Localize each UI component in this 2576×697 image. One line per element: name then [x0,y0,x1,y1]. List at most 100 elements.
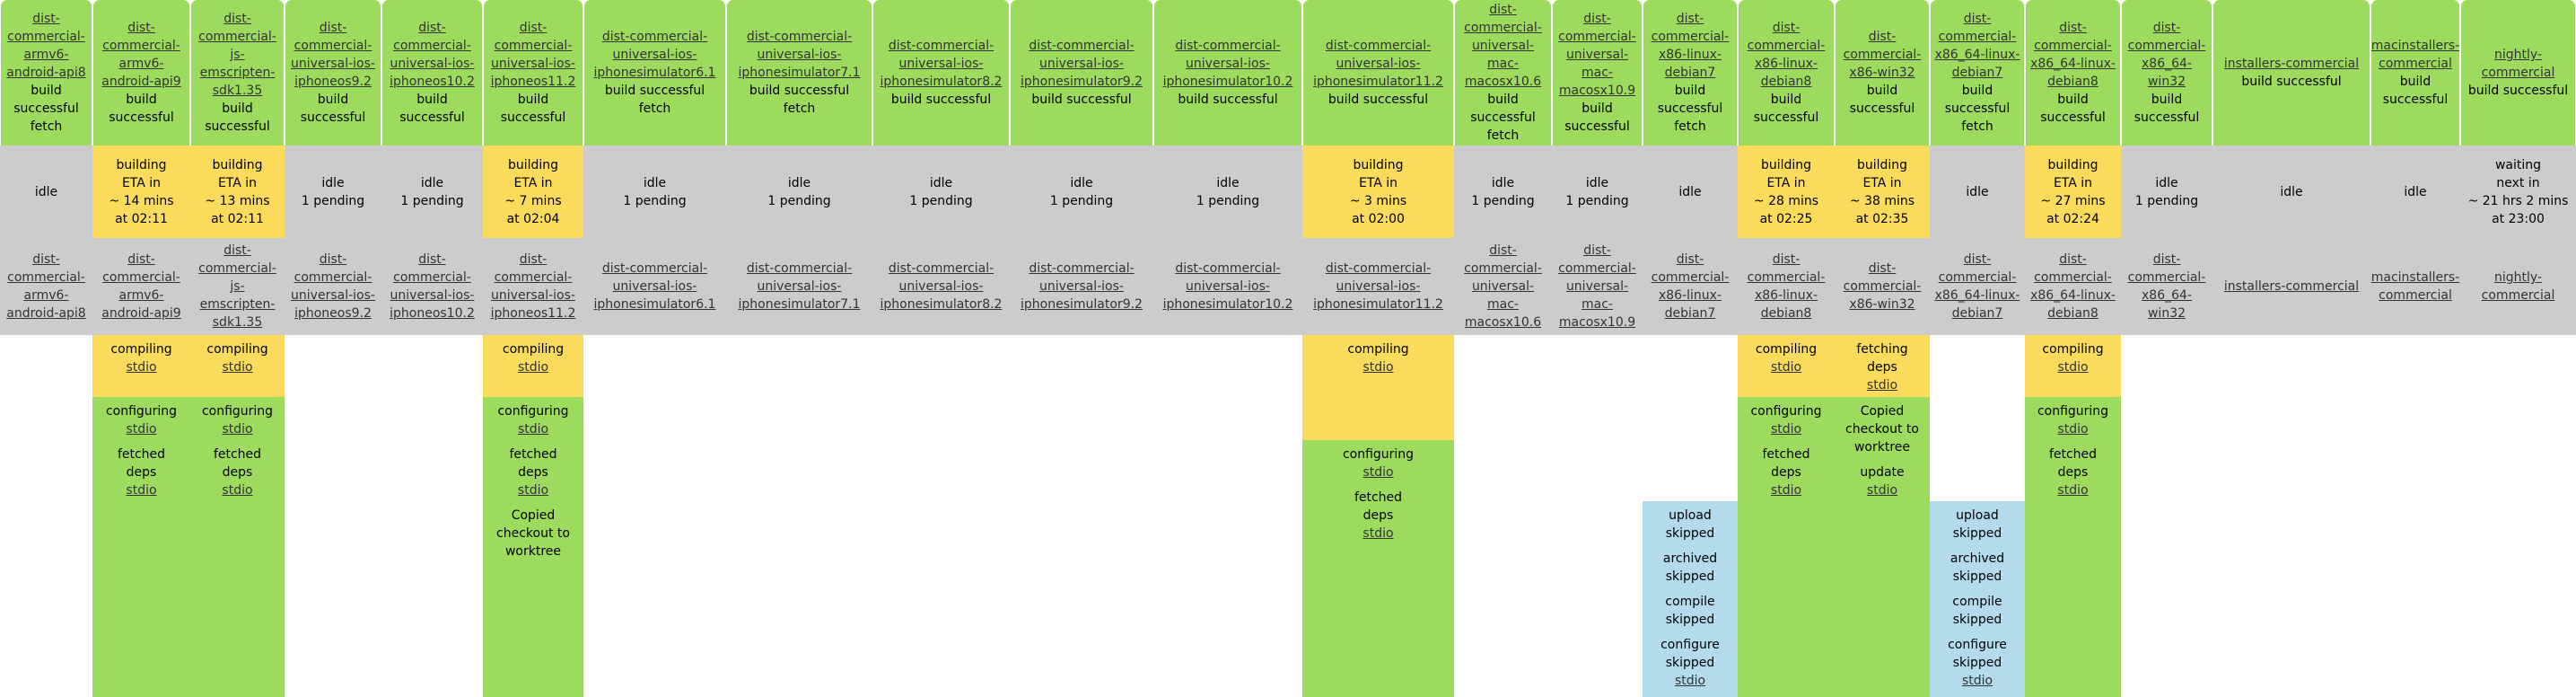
builder-link[interactable]: dist-commercial-x86_64-win32 [2127,21,2206,89]
builder-name-link[interactable]: dist-commercial-armv6-android-api9 [101,252,181,321]
status-text: at 02:11 [115,211,168,226]
last-build-text: fetch [30,119,63,134]
step-log-link[interactable]: stdio [126,483,157,498]
builder-link[interactable]: dist-commercial-x86_64-linux-debian8 [2030,21,2116,89]
builder-link[interactable]: dist-commercial-x86-linux-debian8 [1747,21,1826,89]
step-log-wrap: stdio [202,420,273,438]
step-log-link[interactable]: stdio [1961,674,1993,688]
builder-name-link[interactable]: dist-commercial-universal-ios-iphonesimu… [593,261,716,312]
builder-name-link[interactable]: macinstallers-commercial [2370,270,2460,303]
builder-link[interactable]: dist-commercial-universal-ios-iphonesimu… [1162,39,1293,89]
builder-link[interactable]: dist-commercial-universal-ios-iphoneos9.… [291,21,375,89]
builder-name-link[interactable]: dist-commercial-universal-ios-iphoneos11… [490,252,576,321]
step-log-link[interactable]: stdio [2057,483,2089,498]
builder-link[interactable]: dist-commercial-universal-ios-iphoneos11… [490,21,576,89]
builder-link[interactable]: dist-commercial-x86-win32 [1843,30,1922,80]
builder-link[interactable]: nightly-commercial [2481,48,2555,80]
builder-link[interactable]: dist-commercial-universal-ios-iphonesimu… [1021,39,1143,89]
builder-name-link[interactable]: dist-commercial-js-emscripten-sdk1.35 [198,243,276,330]
builder-name-link[interactable]: dist-commercial-x86-linux-debian8 [1747,252,1826,321]
builder-link[interactable]: installers-commercial [2223,57,2360,71]
builder-link[interactable]: dist-commercial-universal-ios-iphonesimu… [880,39,1003,89]
build-steps-column [2212,335,2370,697]
builder-link[interactable]: dist-commercial-armv6-android-api8 [6,12,86,80]
step-log-link[interactable]: stdio [2057,360,2089,375]
last-build-cell: dist-commercial-universal-ios-iphonesimu… [727,0,872,146]
builder-link[interactable]: dist-commercial-armv6-android-api9 [101,21,181,89]
builder-link[interactable]: dist-commercial-universal-ios-iphonesimu… [593,30,716,80]
step-log-link[interactable]: stdio [126,360,157,375]
step-log-link[interactable]: stdio [222,483,253,498]
step-log-link[interactable]: stdio [126,422,157,437]
builder-link[interactable]: dist-commercial-universal-ios-iphonesimu… [738,30,861,80]
step-log-link[interactable]: stdio [2057,422,2089,437]
builder-name-link[interactable]: dist-commercial-universal-mac-macosx10.9 [1558,243,1636,330]
builder-link[interactable]: dist-commercial-js-emscripten-sdk1.35 [198,12,276,98]
builder-name-link[interactable]: dist-commercial-x86-win32 [1843,261,1922,312]
builder-link[interactable]: dist-commercial-universal-ios-iphonesimu… [1313,39,1443,89]
step-log-link[interactable]: stdio [1362,526,1394,541]
step-log-link[interactable]: stdio [1866,483,1898,498]
builder-name-link[interactable]: dist-commercial-universal-ios-iphonesimu… [880,261,1003,312]
builder-name-link[interactable]: dist-commercial-x86_64-linux-debian8 [2030,252,2116,321]
step-log-wrap: stdio [1860,481,1904,499]
step-text: fetching [1856,342,1908,357]
step-log-link[interactable]: stdio [1674,674,1706,688]
step-log-link[interactable]: stdio [1866,378,1898,393]
builder-name-cell: dist-commercial-x86_64-linux-debian8 [2025,238,2121,335]
builder-link[interactable]: dist-commercial-universal-ios-iphoneos10… [390,21,475,89]
step-log-link[interactable]: stdio [517,483,549,498]
step-text: deps [222,465,253,480]
builder-name-link[interactable]: dist-commercial-universal-ios-iphonesimu… [1313,261,1443,312]
step-log-link[interactable]: stdio [517,422,549,437]
builder-link[interactable]: dist-commercial-universal-mac-macosx10.9 [1558,12,1636,98]
step-log-link[interactable]: stdio [1770,360,1802,375]
step-log-link[interactable]: stdio [1770,483,1802,498]
builder-name-link[interactable]: dist-commercial-universal-ios-iphonesimu… [738,261,861,312]
builder-name-link[interactable]: dist-commercial-x86-linux-debian7 [1651,252,1730,321]
step-log-link[interactable]: stdio [517,360,549,375]
builder-name-link[interactable]: dist-commercial-universal-ios-iphonesimu… [1021,261,1143,312]
builder-name-link[interactable]: installers-commercial [2223,279,2360,294]
builder-name-link[interactable]: dist-commercial-x86_64-linux-debian7 [1934,252,2020,321]
builder-link[interactable]: dist-commercial-x86-linux-debian7 [1651,12,1730,80]
step-log-link[interactable]: stdio [1770,422,1802,437]
builder-link[interactable]: macinstallers-commercial [2371,39,2459,71]
builder-link[interactable]: dist-commercial-universal-mac-macosx10.6 [1464,3,1542,89]
builder-name-link[interactable]: dist-commercial-universal-mac-macosx10.6 [1464,243,1542,330]
builder-name-link[interactable]: dist-commercial-universal-ios-iphonesimu… [1162,261,1293,312]
builder-link[interactable]: dist-commercial-x86_64-linux-debian7 [1934,12,2020,80]
step-log-link[interactable]: stdio [1362,465,1394,480]
step-log-link[interactable]: stdio [222,422,253,437]
step-log-link[interactable]: stdio [222,360,253,375]
builder-name-link[interactable]: dist-commercial-x86_64-win32 [2127,252,2206,321]
last-build-text: build successful [1564,101,1630,134]
builder-name-link[interactable]: nightly-commercial [2481,270,2555,303]
status-text: idle [1966,184,1989,199]
builder-name-cell: dist-commercial-universal-ios-iphoneos11… [483,238,583,335]
builder-name-link[interactable]: dist-commercial-armv6-android-api8 [6,252,86,321]
step-text: configuring [497,404,569,419]
builder-name-link[interactable]: dist-commercial-universal-ios-iphoneos9.… [291,252,375,321]
build-steps-column [2121,335,2212,697]
step-log-link[interactable]: stdio [1362,360,1394,375]
status-text: idle [929,175,953,190]
build-steps-column [583,335,726,697]
builder-name-link[interactable]: dist-commercial-universal-ios-iphoneos10… [390,252,475,321]
